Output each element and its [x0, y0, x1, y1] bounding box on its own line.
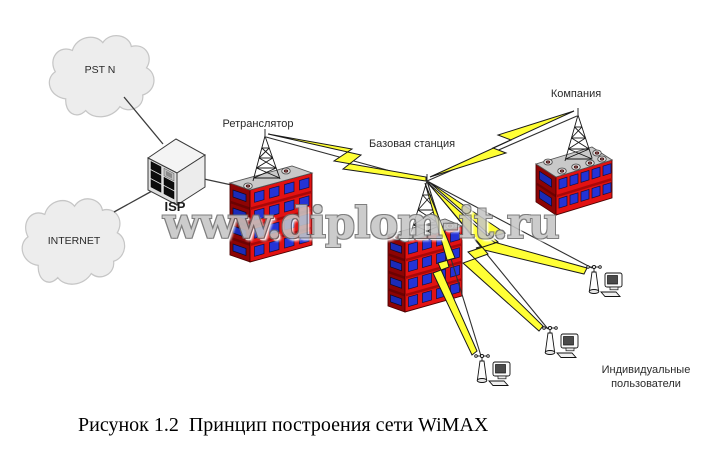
pstn-cloud-label: PST N: [85, 64, 116, 76]
bolt-base-company: [429, 110, 575, 178]
company-building: [534, 146, 614, 216]
repeater-label: Ретранслятор: [223, 118, 294, 130]
internet-cloud-label: INTERNET: [48, 235, 101, 247]
subscriber-unit-2: [542, 325, 579, 358]
isp-router: [147, 138, 206, 206]
link-base-user1: [426, 180, 593, 269]
company-label: Компания: [551, 88, 601, 100]
figure-caption: Рисунок 1.2 Принцип построения сети WiMA…: [78, 414, 489, 436]
individual-users-label-line2: пользователи: [611, 378, 681, 390]
link-internet-isp: [113, 190, 153, 213]
bolt-base-user2: [427, 182, 544, 332]
isp-label: ISP: [165, 199, 186, 214]
repeater-building: [228, 165, 314, 263]
internet-cloud: INTERNET: [21, 198, 126, 285]
individual-users-label-line1: Индивидуальные: [602, 364, 691, 376]
bolt-base-user3: [424, 182, 478, 356]
repeater-tower: [252, 129, 281, 182]
link-pstn-isp: [123, 96, 164, 145]
pstn-cloud: PST N: [48, 34, 155, 118]
company-tower: [564, 108, 593, 162]
base-station-label: Базовая станция: [369, 138, 455, 150]
subscriber-unit-1: [586, 264, 623, 297]
subscriber-unit-3: [474, 353, 511, 386]
lightning-bolts: [267, 110, 588, 356]
bolt-repeater-base: [267, 133, 427, 182]
